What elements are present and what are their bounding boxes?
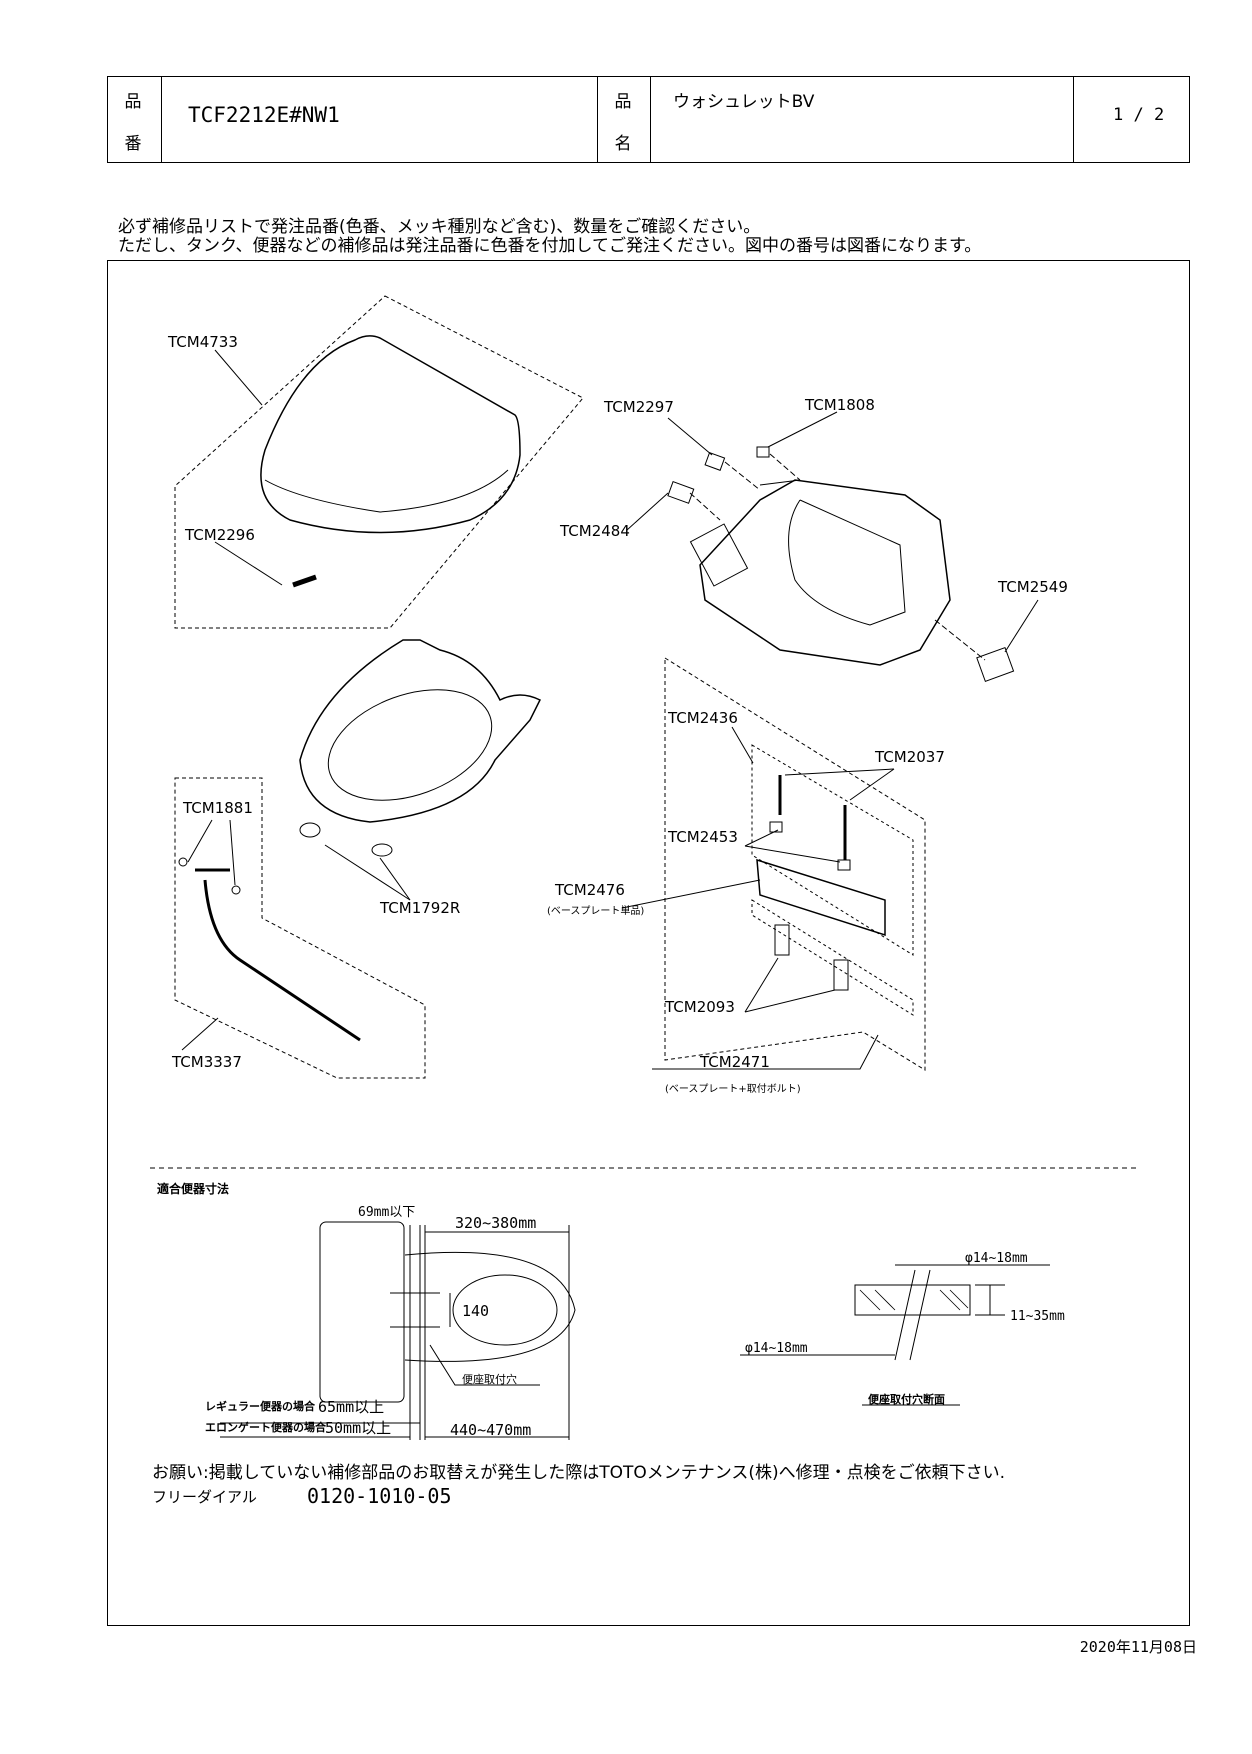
label-tcm2471-sub: (ベースプレート+取付ボルト) [665, 1082, 801, 1095]
diagram-frame [107, 260, 1190, 1626]
free-dial-label: フリーダイアル [152, 1488, 257, 1506]
section-outline [854, 1284, 971, 1316]
label-tcm1881: TCM1881 [182, 799, 253, 817]
label-tcm2093: TCM2093 [664, 998, 735, 1016]
tank-outline [319, 1221, 405, 1403]
page-number: 1 / 2 [1113, 105, 1165, 125]
dim-140: 140 [462, 1302, 489, 1320]
dim-regular-label: レギュラー便器の場合 [205, 1399, 316, 1413]
label-tcm2549: TCM2549 [997, 578, 1068, 596]
tcm1808-part [756, 446, 770, 458]
tcm3337-hose [203, 879, 361, 1042]
washlet-body [699, 479, 951, 666]
header-table: 品 番 TCF2212E#NW1 品 名 ウォシュレットBV 1 / 2 [107, 76, 1190, 163]
dim-440-470: 440~470mm [450, 1421, 531, 1439]
dim-phi-top: φ14~18mm [965, 1251, 1028, 1266]
tcm2093-bolt-a [774, 924, 790, 956]
panel-top [759, 479, 801, 486]
dim-11-35: 11~35mm [1010, 1309, 1065, 1324]
label-tcm1792r: TCM1792R [379, 899, 460, 917]
label-tcm2296: TCM2296 [184, 526, 255, 544]
tcm1792r-cushion-a [299, 822, 321, 838]
dim-phi-bottom: φ14~18mm [745, 1341, 808, 1356]
tcm2549-filter [976, 646, 1015, 682]
tcm2296-pin [292, 574, 317, 588]
base-plate [756, 858, 886, 937]
dim-title: 適合便器寸法 [157, 1181, 229, 1196]
label-tcm3337: TCM3337 [171, 1053, 242, 1071]
label-tcm2453: TCM2453 [667, 828, 738, 846]
dim-elongated-label: エロンゲート便器の場合 [205, 1420, 327, 1434]
baseplate-group-outline [664, 657, 926, 1071]
label-tcm2476: TCM2476 [554, 881, 625, 899]
tcm2453-washer-a [769, 821, 783, 833]
dim-320-380: 320~380mm [455, 1214, 536, 1232]
tcm1792r-cushion-b [371, 843, 393, 857]
label-tcm2471: TCM2471 [699, 1053, 770, 1071]
dim-69: 69mm以下 [358, 1205, 415, 1220]
name-label-top: 品 [614, 92, 632, 112]
tcm2453-washer-b [837, 859, 851, 871]
dim-seat-hole: 便座取付穴 [462, 1372, 517, 1386]
tcm2297-fitting [704, 451, 726, 471]
label-tcm2484: TCM2484 [559, 522, 630, 540]
label-tcm4733: TCM4733 [167, 333, 238, 351]
seat-opening [327, 689, 493, 801]
remote-panel [689, 523, 749, 587]
bowl-opening [452, 1274, 558, 1346]
seat-lid [260, 335, 521, 534]
label-tcm1808: TCM1808 [804, 396, 875, 414]
toilet-seat [299, 639, 542, 823]
label-tcm2436: TCM2436 [667, 709, 738, 727]
seat-lid-edge [264, 469, 509, 513]
tcm2093-bolt-b [833, 959, 849, 991]
washlet-inner [788, 499, 906, 626]
part-no-label-bottom: 番 [124, 134, 142, 154]
label-tcm2297: TCM2297 [603, 398, 674, 416]
lid-group-outline [174, 295, 584, 629]
dim-elongated-value: 50mm以上 [325, 1419, 391, 1437]
issue-date: 2020年11月08日 [1079, 1638, 1197, 1656]
part-no-label-top: 品 [124, 92, 142, 112]
label-tcm2037: TCM2037 [874, 748, 945, 766]
tcm2484-fitting [667, 481, 695, 504]
label-tcm2476-sub: (ベースプレート単品) [547, 904, 644, 917]
free-dial-number: 0120-1010-05 [307, 1484, 452, 1508]
part-number: TCF2212E#NW1 [188, 103, 340, 127]
note-line-1: 必ず補修品リストで発注品番(色番、メッキ種別など含む)、数量をご確認ください。 [118, 217, 761, 237]
footer-request: お願い:掲載していない補修部品のお取替えが発生した際はTOTOメンテナンス(株)… [152, 1463, 1006, 1483]
note-line-2: ただし、タンク、便器などの補修品は発注品番に色番を付加してご発注ください。図中の… [118, 236, 982, 256]
hose-group-outline [174, 777, 426, 1079]
product-name: ウォシュレットBV [673, 92, 815, 112]
dim-regular-value: 65mm以上 [318, 1398, 384, 1416]
dim-section-title: 便座取付穴断面 [868, 1392, 945, 1406]
bowl-outline [404, 1251, 576, 1362]
name-label-bottom: 名 [614, 134, 632, 154]
